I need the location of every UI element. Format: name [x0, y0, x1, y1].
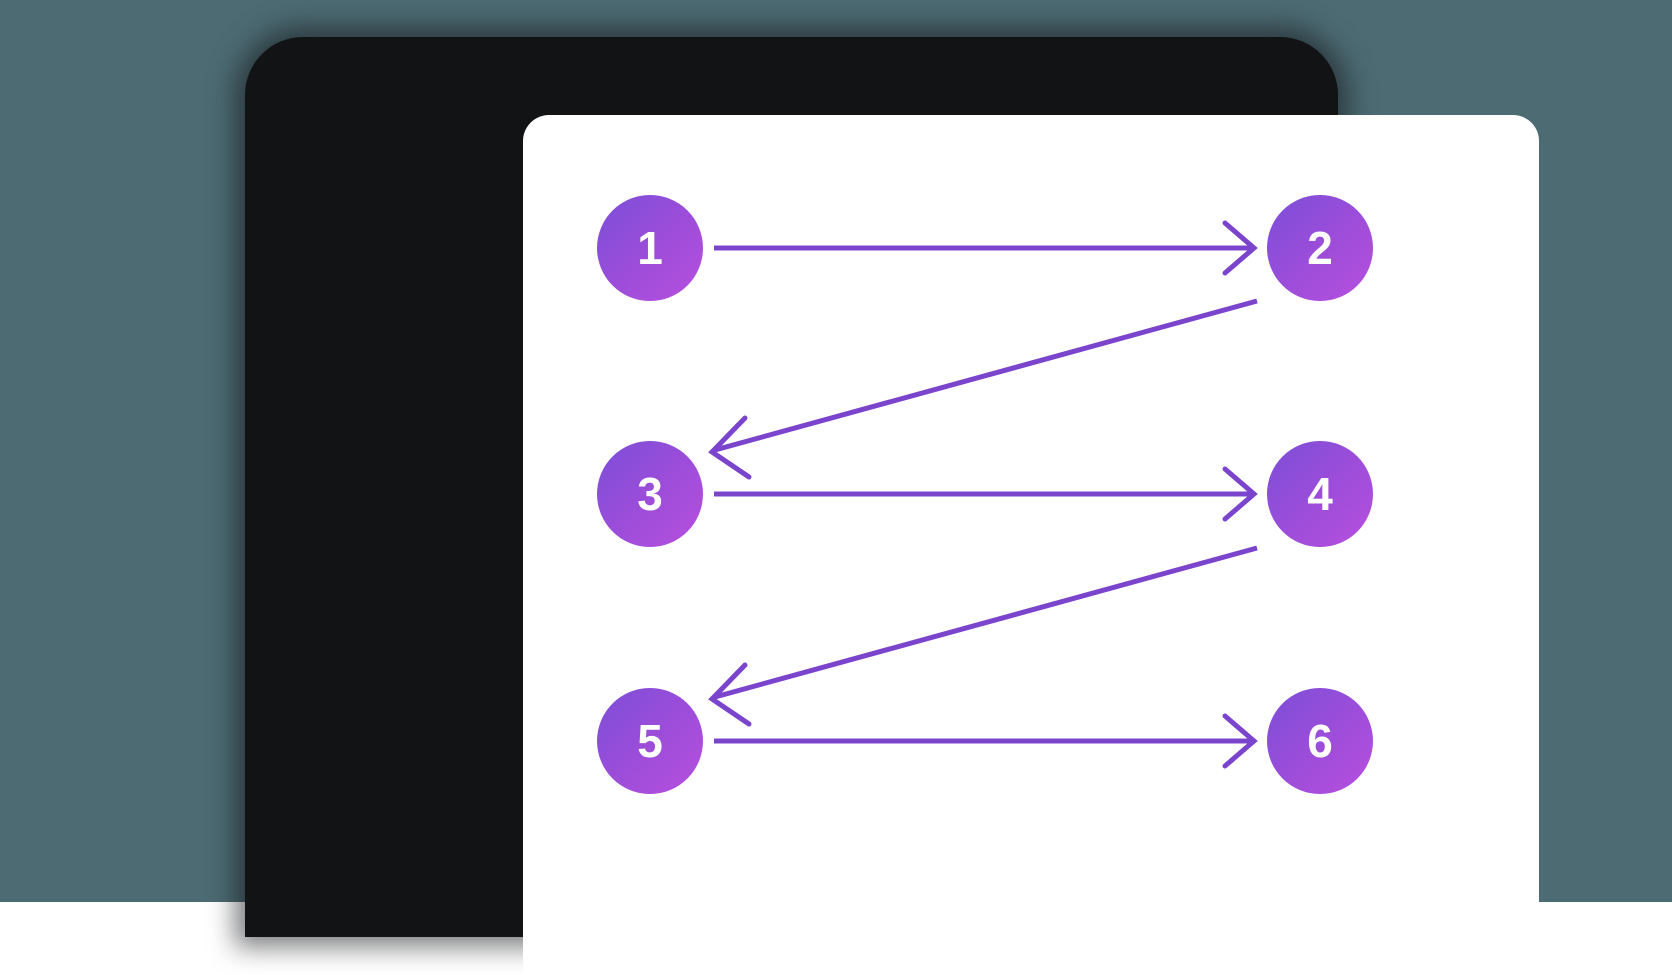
graph-node-2[interactable]: 2 [1267, 195, 1373, 301]
graph-node-1[interactable]: 1 [597, 195, 703, 301]
edge-4-to-5[interactable] [708, 545, 1258, 727]
graph-node-5-label: 5 [637, 715, 663, 767]
graph-node-4-label: 4 [1307, 468, 1333, 520]
device-frame: 1 2 3 4 5 6 [245, 37, 1539, 975]
edge-2-to-3[interactable] [708, 298, 1258, 480]
device-screen: 1 2 3 4 5 6 [523, 115, 1539, 975]
graph-node-6[interactable]: 6 [1267, 688, 1373, 794]
graph-node-3[interactable]: 3 [597, 441, 703, 547]
edge-1-to-2[interactable] [714, 220, 1258, 276]
graph-node-2-label: 2 [1307, 222, 1333, 274]
edge-3-to-4[interactable] [714, 466, 1258, 522]
graph-node-6-label: 6 [1307, 715, 1333, 767]
screenshot-stage: 1 2 3 4 5 6 [0, 0, 1672, 937]
graph-node-3-label: 3 [637, 468, 663, 520]
graph-canvas: 1 2 3 4 5 6 [523, 115, 1539, 975]
edge-5-to-6[interactable] [714, 713, 1258, 769]
edge-layer [708, 220, 1258, 769]
graph-node-4[interactable]: 4 [1267, 441, 1373, 547]
graph-node-1-label: 1 [637, 222, 663, 274]
graph-node-5[interactable]: 5 [597, 688, 703, 794]
